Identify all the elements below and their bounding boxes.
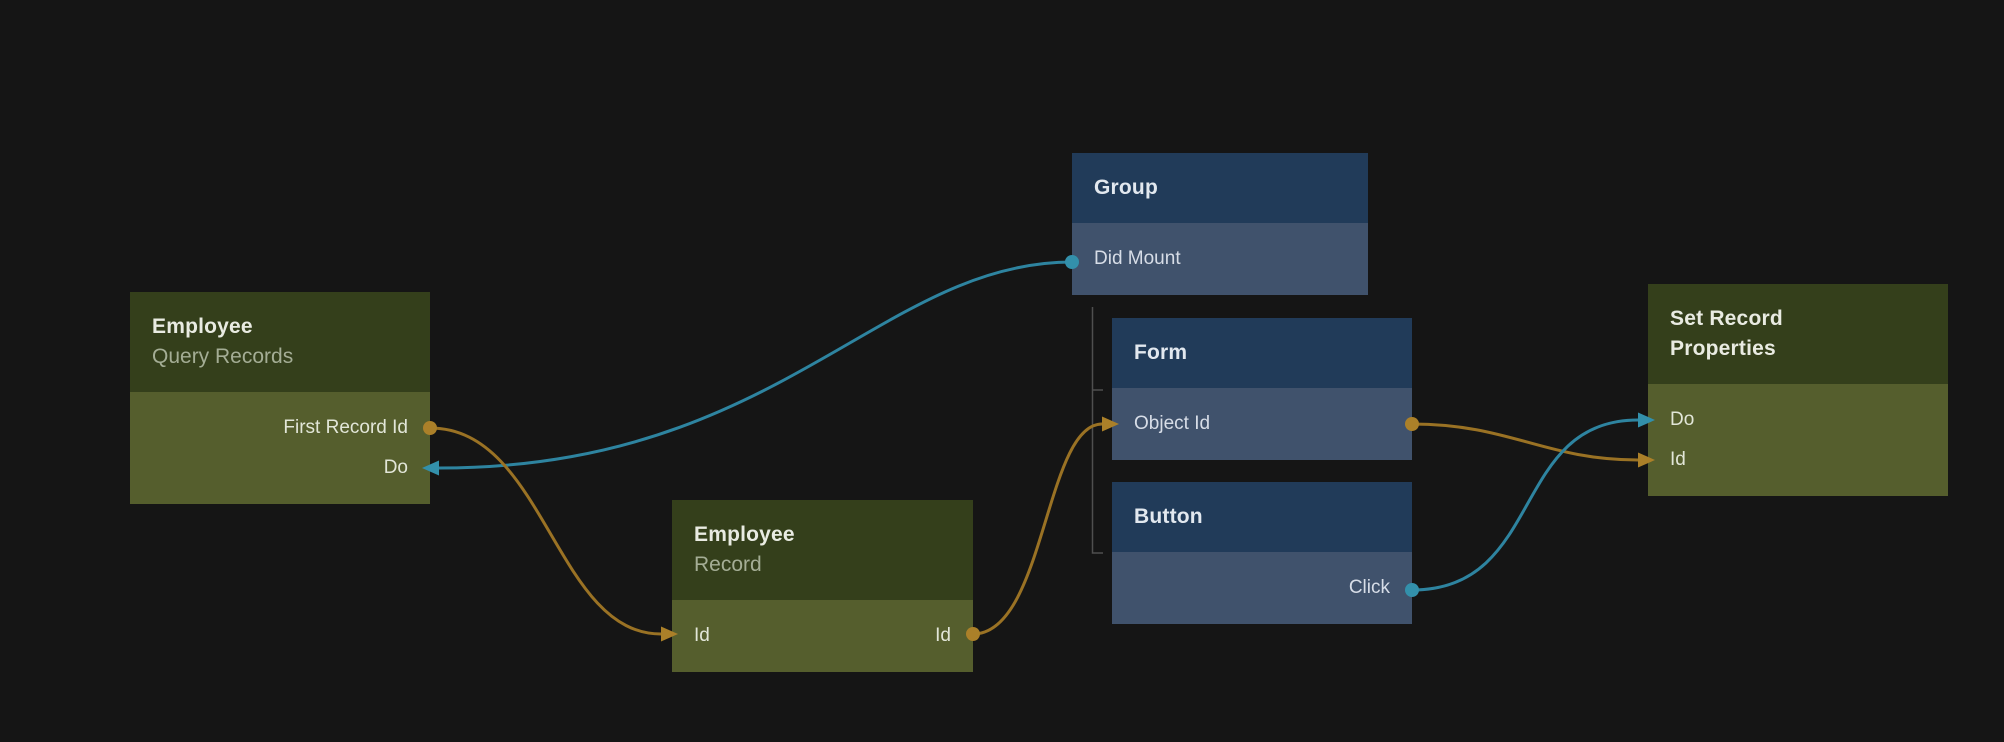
port-did-mount[interactable]: Did Mount bbox=[1072, 239, 1368, 279]
arrowhead-object-id-input bbox=[1102, 416, 1119, 432]
port-id-input[interactable]: Id Id bbox=[672, 616, 973, 656]
node-body: Do Id bbox=[1648, 384, 1948, 496]
node-title: Button bbox=[1134, 505, 1203, 528]
node-body: Object Id bbox=[1112, 388, 1412, 460]
node-header: Button bbox=[1112, 482, 1412, 552]
port-label: Did Mount bbox=[1094, 248, 1181, 269]
arrowhead-record-id-input bbox=[661, 626, 678, 642]
port-dot-object-id-output[interactable] bbox=[1405, 417, 1419, 431]
node-body: Click bbox=[1112, 552, 1412, 624]
connection-objectid-to-setrecord-id[interactable] bbox=[1410, 422, 1640, 462]
port-first-record-id[interactable]: First Record Id bbox=[130, 408, 430, 448]
node-subtitle: Record bbox=[694, 553, 762, 576]
node-employee-query-records[interactable]: Employee Query Records First Record Id D… bbox=[130, 292, 430, 504]
port-label-right: Id bbox=[935, 625, 951, 646]
connection-id-to-objectid[interactable] bbox=[971, 422, 1104, 636]
node-title: Form bbox=[1134, 341, 1188, 364]
node-set-record-properties[interactable]: Set Record Properties Do Id bbox=[1648, 284, 1948, 496]
port-do-input[interactable]: Do bbox=[130, 448, 430, 488]
port-click[interactable]: Click bbox=[1112, 568, 1412, 608]
node-body: Did Mount bbox=[1072, 223, 1368, 295]
node-header: Group bbox=[1072, 153, 1368, 223]
port-object-id[interactable]: Object Id bbox=[1112, 404, 1412, 444]
node-header: Employee Record bbox=[672, 500, 973, 600]
node-employee-record[interactable]: Employee Record Id Id bbox=[672, 500, 973, 672]
node-title: Set Record Properties bbox=[1670, 307, 1783, 360]
port-label: Click bbox=[1348, 577, 1390, 598]
node-title: Employee bbox=[152, 315, 253, 338]
hierarchy-tree-line bbox=[1091, 307, 1103, 554]
port-do[interactable]: Do bbox=[1648, 400, 1948, 440]
node-header: Form bbox=[1112, 318, 1412, 388]
arrowhead-do-input bbox=[422, 460, 439, 476]
node-subtitle: Query Records bbox=[152, 345, 294, 368]
port-dot-first-record-id[interactable] bbox=[423, 421, 437, 435]
port-label: Object Id bbox=[1134, 413, 1211, 434]
port-id[interactable]: Id bbox=[1648, 440, 1948, 480]
port-label: Do bbox=[383, 457, 408, 478]
port-label: Do bbox=[1670, 409, 1695, 430]
port-dot-click[interactable] bbox=[1405, 583, 1419, 597]
port-dot-did-mount[interactable] bbox=[1065, 255, 1079, 269]
port-label: First Record Id bbox=[283, 417, 408, 438]
node-body: Id Id bbox=[672, 600, 973, 672]
node-title: Employee bbox=[694, 523, 795, 546]
arrowhead-setrecord-do-input bbox=[1638, 412, 1655, 428]
node-group[interactable]: Group Did Mount bbox=[1072, 153, 1368, 295]
connection-firstrecordid-to-id[interactable] bbox=[428, 426, 663, 636]
node-header: Employee Query Records bbox=[130, 292, 430, 392]
arrowhead-setrecord-id-input bbox=[1638, 452, 1655, 468]
node-header: Set Record Properties bbox=[1648, 284, 1948, 384]
port-label: Id bbox=[1670, 449, 1686, 470]
node-form[interactable]: Form Object Id bbox=[1112, 318, 1412, 460]
port-label: Id bbox=[694, 625, 710, 646]
node-button[interactable]: Button Click bbox=[1112, 482, 1412, 624]
connection-didmount-to-do[interactable] bbox=[437, 260, 1074, 470]
node-body: First Record Id Do bbox=[130, 392, 430, 504]
node-title: Group bbox=[1094, 176, 1158, 199]
connection-click-to-setrecord-do[interactable] bbox=[1410, 418, 1640, 592]
port-dot-record-id-output[interactable] bbox=[966, 627, 980, 641]
